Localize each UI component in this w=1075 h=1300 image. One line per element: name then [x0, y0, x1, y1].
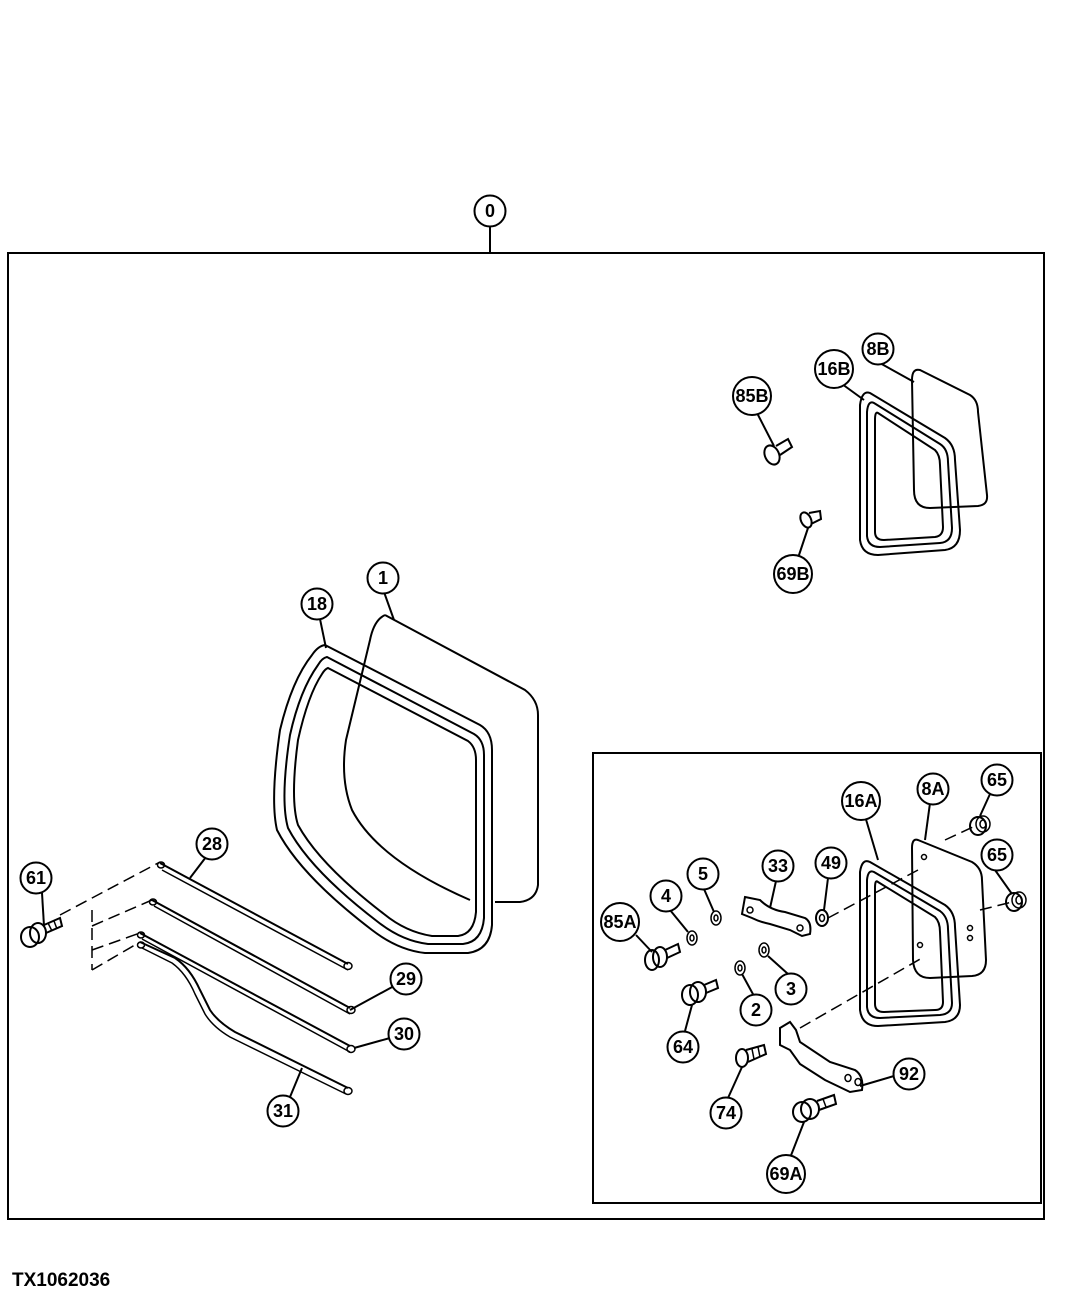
- fastener-part-85B: [763, 437, 794, 466]
- callout-28: 28: [195, 827, 229, 861]
- rod-part-31: [136, 941, 353, 1096]
- bracket-part-33: [740, 895, 812, 938]
- callout-2-label: 2: [751, 1000, 761, 1020]
- callout-92-label: 92: [899, 1064, 919, 1084]
- washer-part-5: [710, 910, 722, 926]
- callout-92: 92: [892, 1057, 926, 1091]
- callout-16A-label: 16A: [844, 791, 877, 811]
- callout-69B-label: 69B: [776, 564, 809, 584]
- callout-85A-label: 85A: [603, 912, 636, 932]
- callout-49: 49: [814, 846, 848, 880]
- callout-49-label: 49: [821, 853, 841, 873]
- callout-64: 64: [666, 1030, 700, 1064]
- screw-part-74: [735, 1043, 768, 1068]
- callout-85B: 85B: [732, 376, 772, 416]
- callout-31: 31: [266, 1094, 300, 1128]
- callout-85B-label: 85B: [735, 386, 768, 406]
- glass-part-8B: [910, 368, 989, 510]
- leader-lines: [41, 361, 1013, 1159]
- window-seal-part-18: [273, 643, 493, 954]
- callout-69A-label: 69A: [769, 1164, 802, 1184]
- bolt-part-69A: [792, 1093, 838, 1123]
- callout-5: 5: [686, 857, 720, 891]
- rod-part-28: [156, 861, 353, 971]
- glass-part-8A: [910, 838, 988, 980]
- window-glass-part-1: [343, 614, 539, 903]
- callout-4-label: 4: [661, 886, 671, 906]
- callout-8B: 8B: [861, 332, 895, 366]
- callout-16A: 16A: [841, 781, 881, 821]
- assembly-frame: [7, 252, 1045, 1220]
- callout-74: 74: [709, 1096, 743, 1130]
- callout-0: 0: [473, 194, 507, 228]
- callout-8A: 8A: [916, 772, 950, 806]
- seal-part-16B: [859, 391, 962, 557]
- callout-29-label: 29: [396, 969, 416, 989]
- nut-part-65-upper: [969, 815, 991, 836]
- callout-4: 4: [649, 879, 683, 913]
- callout-30: 30: [387, 1017, 421, 1051]
- seal-part-16A: [859, 860, 962, 1028]
- callout-74-label: 74: [716, 1103, 736, 1123]
- callout-31-label: 31: [273, 1101, 293, 1121]
- callout-16B-label: 16B: [817, 359, 850, 379]
- detail-inset-frame: [592, 752, 1042, 1204]
- callout-65-upper: 65: [980, 763, 1014, 797]
- washer-part-2: [734, 960, 746, 976]
- washer-part-3: [758, 942, 770, 958]
- nut-part-49: [815, 909, 829, 927]
- knob-part-85A: [644, 942, 682, 971]
- assembly-dashed-lines: [59, 861, 161, 971]
- callout-29: 29: [389, 962, 423, 996]
- washer-part-4: [686, 930, 698, 946]
- callout-0-label: 0: [485, 201, 495, 221]
- callout-33: 33: [761, 849, 795, 883]
- callout-1: 1: [366, 561, 400, 595]
- bolt-part-61: [20, 916, 64, 948]
- callout-3: 3: [774, 972, 808, 1006]
- callout-64-label: 64: [673, 1037, 693, 1057]
- rod-part-30: [136, 931, 356, 1054]
- screw-part-69B: [799, 509, 823, 529]
- callout-61-label: 61: [26, 868, 46, 888]
- callout-33-label: 33: [768, 856, 788, 876]
- callout-85A: 85A: [600, 902, 640, 942]
- figure-id: TX1062036: [12, 1270, 111, 1291]
- callout-18-label: 18: [307, 594, 327, 614]
- callout-65-lower: 65: [980, 838, 1014, 872]
- latch-plate-part-92: [779, 1020, 864, 1094]
- callout-2: 2: [739, 993, 773, 1027]
- callout-5-label: 5: [698, 864, 708, 884]
- callout-69B: 69B: [773, 554, 813, 594]
- rod-part-29: [148, 898, 356, 1015]
- callout-28-label: 28: [202, 834, 222, 854]
- callout-3-label: 3: [786, 979, 796, 999]
- callout-1-label: 1: [378, 568, 388, 588]
- callout-61: 61: [19, 861, 53, 895]
- callout-69A: 69A: [766, 1154, 806, 1194]
- callout-30-label: 30: [394, 1024, 414, 1044]
- callout-16B: 16B: [814, 349, 854, 389]
- nut-part-65-lower: [1005, 891, 1027, 912]
- callout-8A-label: 8A: [921, 779, 944, 799]
- callout-65-lower-label: 65: [987, 845, 1007, 865]
- callout-8B-label: 8B: [866, 339, 889, 359]
- callout-65-upper-label: 65: [987, 770, 1007, 790]
- callout-18: 18: [300, 587, 334, 621]
- bolt-part-64: [681, 978, 720, 1006]
